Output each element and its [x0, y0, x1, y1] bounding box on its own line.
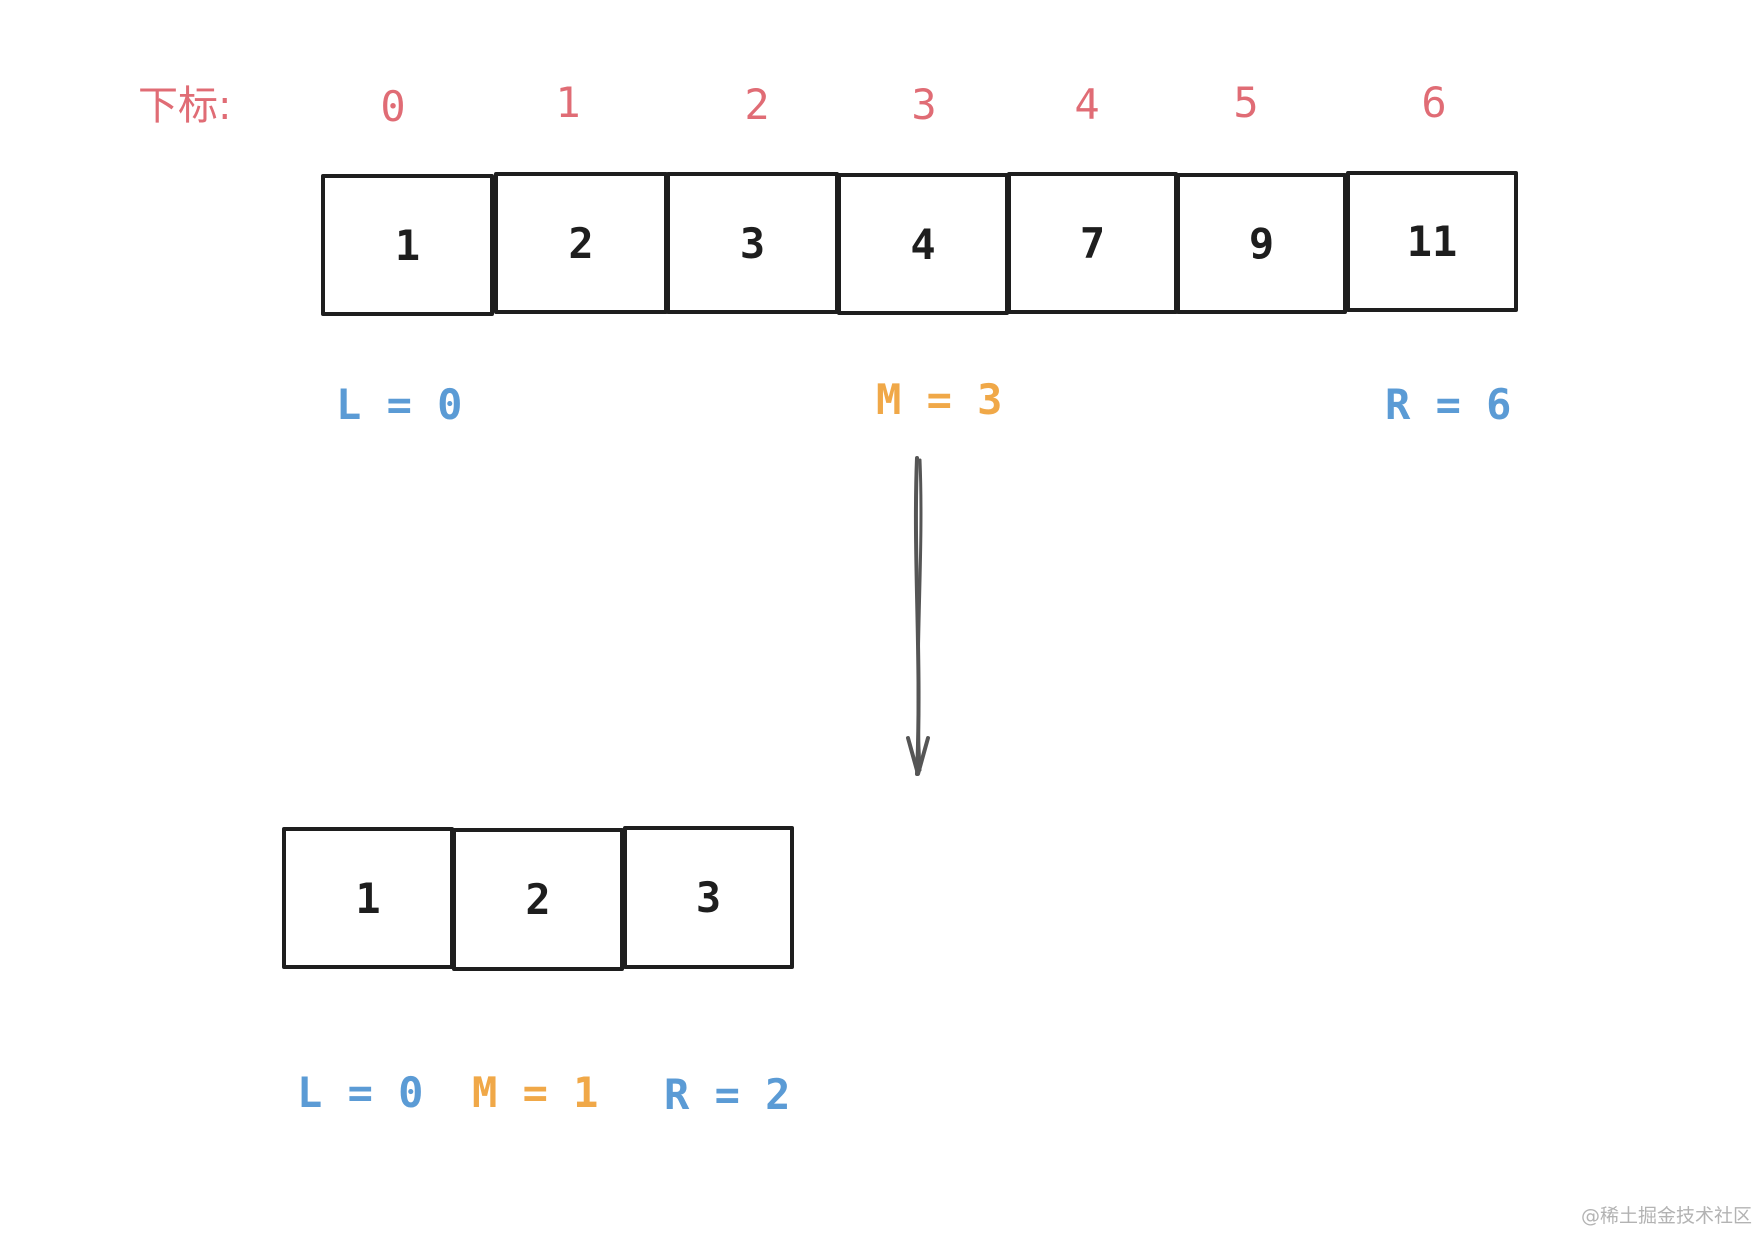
- bottom-mid-pointer: M = 1: [472, 1068, 599, 1117]
- index-2: 2: [744, 80, 770, 129]
- index-4: 4: [1074, 80, 1100, 129]
- bottom-array-cell-1: 2: [452, 828, 624, 971]
- top-mid-pointer: M = 3: [876, 375, 1003, 424]
- watermark: @稀土掘金技术社区: [1580, 1205, 1752, 1227]
- index-label: 下标:: [138, 83, 232, 129]
- top-left-pointer: L = 0: [336, 380, 463, 429]
- top-right-pointer: R = 6: [1385, 380, 1512, 429]
- index-1: 1: [555, 78, 581, 127]
- top-array-cell-5: 9: [1176, 173, 1347, 314]
- index-6: 6: [1421, 78, 1447, 127]
- bottom-array-cell-0: 1: [282, 827, 454, 969]
- bottom-array-cell-2: 3: [623, 826, 794, 969]
- bottom-right-pointer: R = 2: [664, 1070, 791, 1119]
- index-0: 0: [380, 82, 406, 131]
- top-array-cell-6: 11: [1346, 171, 1518, 312]
- bottom-left-pointer: L = 0: [297, 1068, 424, 1117]
- top-array-cell-0: 1: [321, 174, 494, 316]
- index-5: 5: [1233, 78, 1259, 127]
- index-3: 3: [911, 80, 937, 129]
